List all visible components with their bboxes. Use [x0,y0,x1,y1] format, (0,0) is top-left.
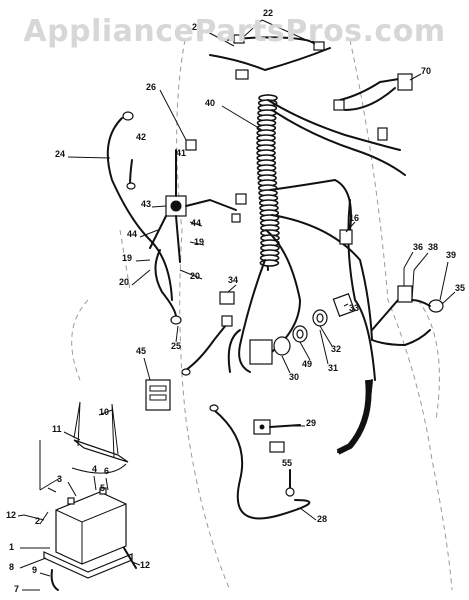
callout-34: 34 [228,275,238,285]
callout-21: 21 [192,22,202,32]
module-45[interactable] [145,379,171,411]
ground-lead-25[interactable] [154,249,231,376]
callout-42: 42 [136,132,146,142]
callout-39: 39 [446,250,456,260]
callout-70: 70 [421,66,431,76]
wire-harness-40[interactable] [227,94,431,455]
switch-34[interactable] [219,291,235,327]
callout-38: 38 [428,242,438,252]
callout-7: 7 [14,584,19,594]
switch-assembly-36[interactable] [397,268,444,313]
connector-16[interactable] [339,229,353,245]
wire-lead-21[interactable] [209,19,331,80]
battery-leads[interactable] [23,487,137,591]
callout-20b: 20 [119,277,129,287]
callout-5: 5 [100,483,105,493]
callout-36: 36 [413,242,423,252]
callout-31: 31 [328,363,338,373]
tractor-outline [71,39,453,591]
callout-24: 24 [55,149,65,159]
callout-44b: 44 [127,229,137,239]
battery-hold-down-11[interactable] [39,401,129,491]
callout-12a: 12 [6,510,16,520]
callout-30: 30 [289,372,299,382]
callout-25: 25 [171,341,181,351]
callout-16: 16 [349,213,359,223]
battery-cable-28[interactable] [209,404,311,520]
callout-12b: 12 [140,560,150,570]
callout-33: 33 [349,303,359,313]
callout-32: 32 [331,344,341,354]
callout-43: 43 [141,199,151,209]
callout-9: 9 [32,565,37,575]
callout-19a: 19 [194,237,204,247]
callout-6: 6 [104,466,109,476]
connector-29[interactable] [253,419,301,453]
callout-10: 10 [99,407,109,417]
callout-28: 28 [317,514,327,524]
callout-26: 26 [146,82,156,92]
watermark-text: AppliancePartsPros.com [23,14,446,49]
callout-44a: 44 [191,218,201,228]
wire-lead-70[interactable] [333,73,413,141]
battery-1[interactable] [43,487,133,579]
callout-55: 55 [282,458,292,468]
callout-4: 4 [92,464,97,474]
callout-labels: 22 21 70 26 40 42 24 41 43 44 44 19 19 2… [6,8,465,594]
callout-19b: 19 [122,253,132,263]
callout-8: 8 [9,562,14,572]
callout-49: 49 [302,359,312,369]
leader-lines [17,29,456,591]
callout-2: 2 [35,516,40,526]
cable-24[interactable] [106,111,173,301]
callout-29: 29 [306,418,316,428]
callout-11: 11 [52,424,62,434]
callout-1: 1 [9,542,14,552]
callout-35: 35 [455,283,465,293]
callout-22: 22 [263,8,273,18]
callout-41: 41 [176,148,186,158]
callout-3: 3 [57,474,62,484]
callout-40: 40 [205,98,215,108]
ignition-switch-30[interactable] [249,293,356,365]
callout-45: 45 [136,346,146,356]
